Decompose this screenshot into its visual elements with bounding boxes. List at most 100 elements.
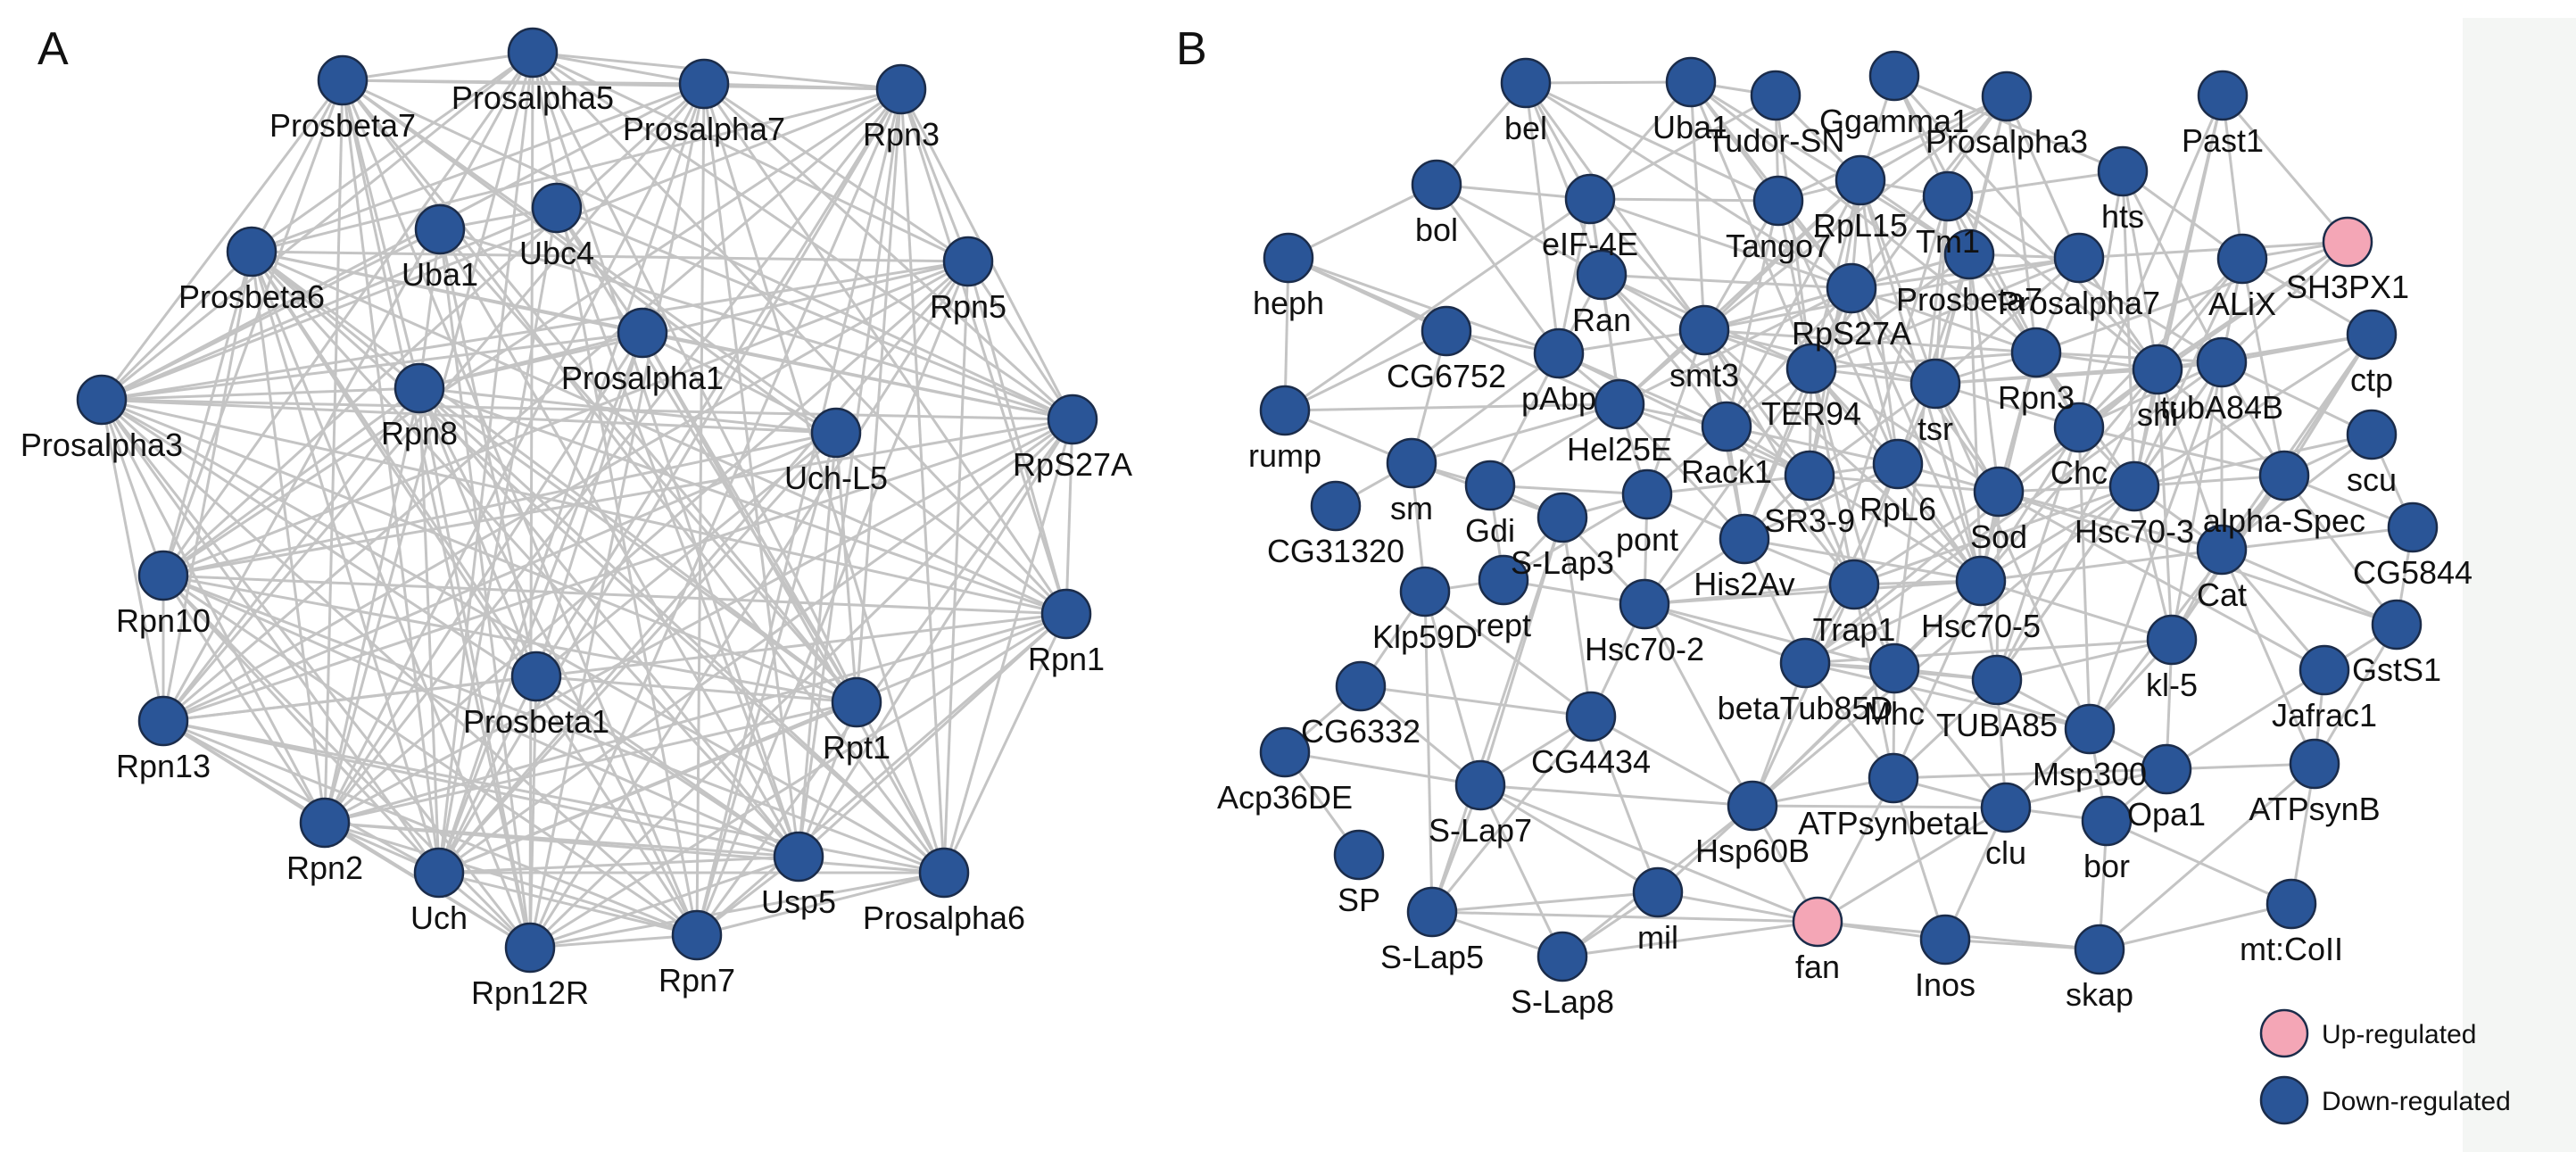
node-tm1 [1922, 170, 1974, 222]
network-edge [1810, 351, 2037, 370]
node-sm [1386, 437, 1437, 489]
node-label-prosalpha6: Prosalpha6 [863, 899, 1025, 936]
network-edge [1284, 197, 1591, 412]
node-label-ter94: TER94 [1761, 395, 1861, 432]
node-gdi [1464, 460, 1516, 511]
network-edge [1601, 273, 1852, 290]
network-edge [1751, 667, 1896, 808]
node-label-opa1: Opa1 [2127, 796, 2206, 833]
node-mhc [1868, 642, 1920, 694]
network-edge [162, 719, 440, 874]
node-fan [1792, 896, 1843, 948]
node-label-rpn5: Rpn5 [930, 288, 1006, 325]
node-label-usp5: Usp5 [761, 883, 836, 920]
network-edge [162, 574, 1067, 616]
node-slap7 [1454, 759, 1506, 811]
network-edge [100, 399, 441, 874]
node-label-ubc4: Ubc4 [519, 235, 594, 271]
node-label-pabp: pAbp [1521, 380, 1596, 417]
network-edge [1809, 382, 1936, 477]
network-edge [2035, 240, 2348, 354]
node-tuba84b [2196, 336, 2248, 388]
node-atpsynbetal [1868, 752, 1919, 804]
node-hsp60b [1727, 780, 1778, 832]
network-edge [2121, 170, 2224, 363]
network-edge [2170, 361, 2224, 641]
node-label-bel: bel [1504, 110, 1547, 146]
node-label-rpn12r: Rpn12R [471, 974, 589, 1011]
network-edge [2221, 361, 2373, 436]
network-edge [437, 207, 559, 874]
network-edge [696, 871, 945, 937]
network-edge [555, 207, 644, 334]
network-edge [438, 228, 532, 949]
network-edge [1703, 286, 1852, 332]
node-label-cg5844: CG5844 [2353, 554, 2472, 591]
node-sp [1333, 829, 1385, 881]
network-edge [324, 418, 1073, 825]
network-edge [251, 250, 1067, 616]
network-edge [1589, 197, 1779, 203]
network-edge [418, 228, 442, 389]
network-edge [2078, 240, 2348, 260]
network-edge [162, 719, 698, 937]
node-sr39 [1784, 450, 1835, 501]
node-rpn3 [875, 63, 927, 115]
network-edge [1804, 638, 2173, 665]
node-label-sod: Sod [1970, 518, 2027, 555]
node-atpsynb [2289, 738, 2340, 790]
node-scu [2346, 409, 2398, 460]
node-tango7 [1752, 175, 1804, 227]
network-edge [1525, 80, 1692, 85]
node-label-rpn2: Rpn2 [286, 849, 363, 886]
node-rpn13 [137, 695, 189, 747]
node-label-shi: shi [2137, 396, 2178, 433]
node-eif4e [1564, 173, 1616, 225]
network-edge [2077, 427, 2091, 730]
network-edge [2106, 819, 2292, 906]
node-bel [1500, 57, 1552, 109]
node-label-cat: Cat [2197, 576, 2247, 613]
network-edge [1436, 183, 1591, 201]
network-edge [100, 399, 165, 576]
network-edge [642, 331, 1073, 421]
network-edge [162, 431, 837, 723]
network-edge [797, 701, 858, 858]
node-chc [2053, 402, 2105, 453]
node-prosbeta6 [226, 226, 277, 278]
network-edge [534, 88, 903, 677]
network-edge [100, 79, 344, 401]
network-edge [1435, 184, 1561, 354]
network-edge [1752, 804, 2007, 809]
network-edge [1524, 82, 1561, 354]
node-label-gsts1: GstS1 [2352, 651, 2441, 688]
network-edge [2035, 351, 2223, 364]
node-label-prosbeta7: Prosbeta7 [269, 107, 416, 144]
network-edge [162, 387, 421, 722]
network-edge [1646, 474, 1810, 496]
network-edge [1804, 361, 2223, 665]
node-label-uch: Uch [410, 899, 468, 936]
node-label-bol: bol [1415, 211, 1458, 248]
network-edge [1998, 490, 2223, 551]
node-ter94 [1785, 343, 1837, 394]
network-edge [437, 261, 970, 874]
network-edge [531, 52, 800, 858]
network-edge [2133, 433, 2373, 488]
network-edge [2099, 762, 2315, 951]
node-label-hsc703: Hsc70-3 [2075, 513, 2194, 550]
node-label-sh3px1: SH3PX1 [2286, 269, 2409, 305]
network-edge [341, 79, 421, 389]
network-edge [1934, 383, 1983, 582]
legend: Up-regulated Down-regulated [2259, 1008, 2511, 1125]
node-sh3px1 [2322, 216, 2373, 268]
network-edge [1751, 584, 1856, 807]
node-prosalpha5 [507, 27, 559, 79]
network-edge [1725, 426, 1856, 585]
network-edge [1944, 938, 2100, 951]
network-edge [342, 51, 534, 82]
network-edge [528, 83, 706, 949]
network-edge [162, 574, 945, 874]
